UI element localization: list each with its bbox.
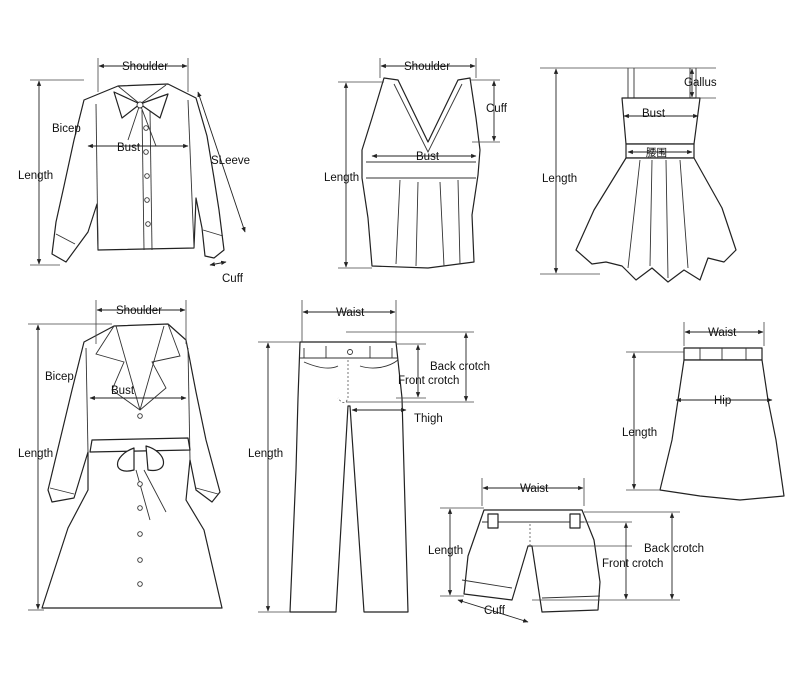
skirt-waist-label: Waist (708, 327, 737, 339)
coat-diagram: Shoulder Bicep Bust Length (18, 300, 223, 611)
blouse-length-label: Length (18, 170, 53, 182)
blouse-cuff-label: Cuff (222, 273, 244, 285)
coat-shoulder-label: Shoulder (116, 305, 162, 317)
pants-thigh-label: Thigh (414, 413, 443, 425)
skirt-outline (659, 359, 785, 501)
dress-length-label: Length (542, 173, 577, 185)
dress-waist-label: 腰围 (646, 147, 667, 159)
dress-gallus-label: Gallus (684, 77, 717, 89)
skirt-length-label: Length (622, 427, 657, 439)
pants-diagram: Waist Back crotch Front crotch Thigh Len… (248, 300, 490, 613)
blouse-buttons (143, 125, 151, 227)
pants-back-crotch-label: Back crotch (430, 361, 490, 373)
vest-cuff-label: Cuff (486, 103, 508, 115)
shorts-front-crotch-label: Front crotch (602, 558, 663, 570)
blouse-sleeve-label: SLeeve (211, 155, 250, 167)
shorts-diagram: Waist Length Back crotch Front crotch Cu… (428, 478, 704, 623)
shorts-outline (463, 509, 601, 613)
coat-bust-label: Bust (111, 385, 135, 397)
vest-length-label: Length (324, 172, 359, 184)
shorts-back-crotch-label: Back crotch (644, 543, 704, 555)
blouse-shoulder-label: Shoulder (122, 61, 168, 73)
dress-skirt (575, 157, 737, 283)
shorts-waist-label: Waist (520, 483, 549, 495)
pants-length-label: Length (248, 448, 283, 460)
vest-shoulder-label: Shoulder (404, 61, 450, 73)
blouse-diagram: Shoulder Bicep Bust SLeeve Length Cuff (18, 58, 250, 285)
pants-outline (289, 341, 409, 613)
blouse-bust-label: Bust (117, 142, 141, 154)
coat-belt (89, 437, 191, 453)
skirt-hip-label: Hip (714, 395, 731, 407)
pants-front-crotch-label: Front crotch (398, 375, 459, 387)
dress-diagram: Gallus Bust 腰围 Length (540, 67, 737, 283)
coat-length-label: Length (18, 448, 53, 460)
pants-waist-label: Waist (336, 307, 365, 319)
vest-diagram: Shoulder Cuff Bust Length (324, 58, 508, 269)
shorts-length-label: Length (428, 545, 463, 557)
shorts-cuff-label: Cuff (484, 605, 506, 617)
blouse-bicep-label: Bicep (52, 123, 81, 135)
vest-outline (361, 77, 481, 269)
coat-bicep-label: Bicep (45, 371, 74, 383)
vest-bust-label: Bust (416, 151, 440, 163)
dress-bust-label: Bust (642, 108, 666, 120)
coat-buttons (137, 413, 143, 587)
skirt-diagram: Waist Hip Length (622, 322, 785, 501)
